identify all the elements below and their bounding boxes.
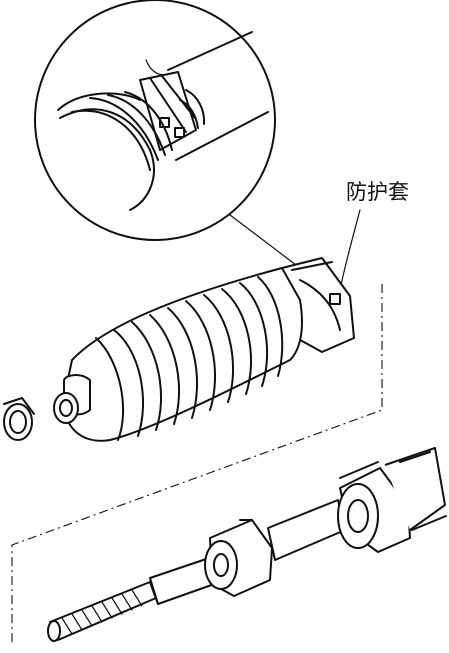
detail-magnifier — [34, 0, 276, 241]
hose-clamp — [3, 397, 35, 441]
dust-boot-callout-label: 防护套 — [346, 180, 409, 204]
magnifier-leader-line — [229, 214, 301, 269]
tie-rod — [47, 519, 273, 642]
dust-boot — [53, 257, 355, 442]
exploded-view-outline — [11, 284, 383, 645]
steering-rack-housing — [267, 447, 447, 561]
callout-leader-line — [339, 209, 361, 291]
